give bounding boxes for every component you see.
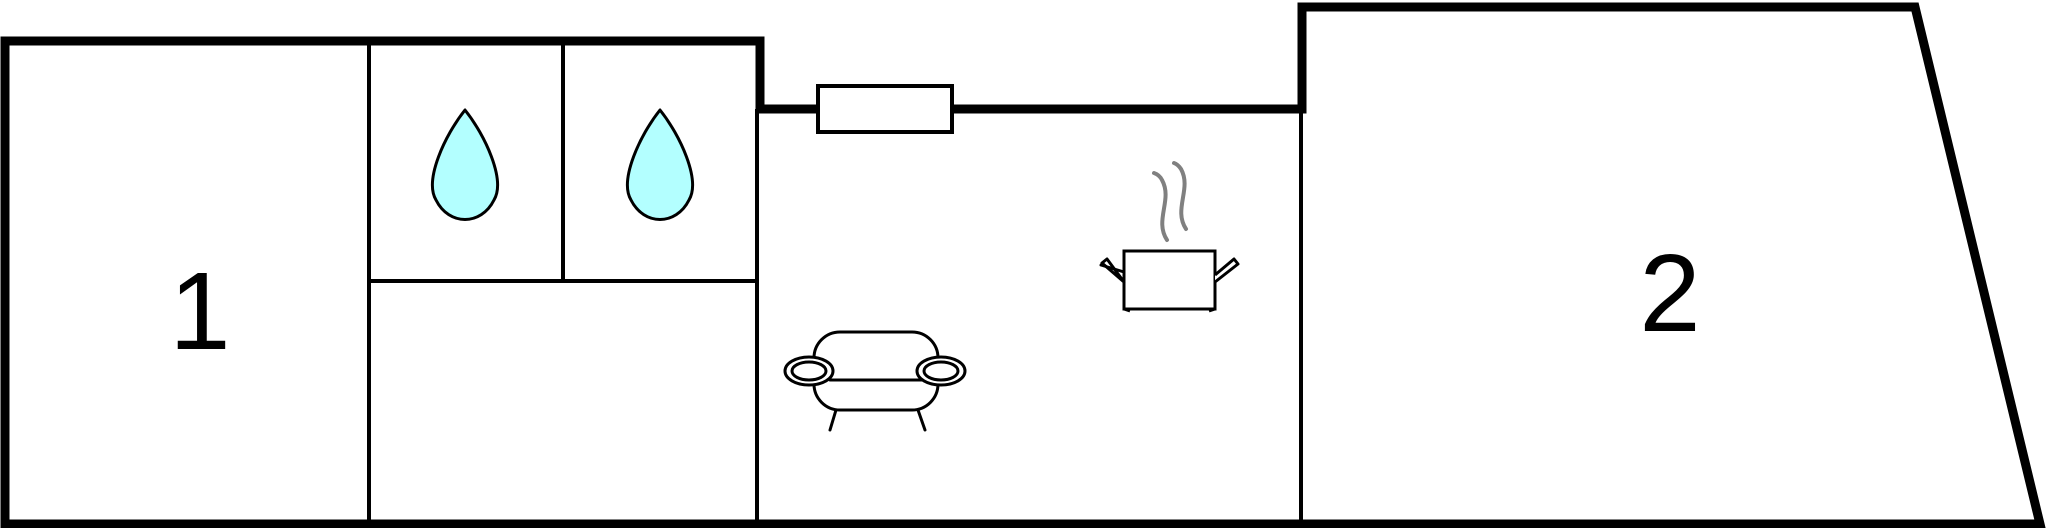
cooking-pot-icon <box>1099 161 1240 313</box>
room-2-label: 2 <box>1639 232 1700 355</box>
window-icon <box>816 84 954 134</box>
water-drop-icon <box>431 108 499 221</box>
room-1-label: 1 <box>169 250 230 373</box>
interior-walls <box>367 41 1303 524</box>
water-drop-icon <box>626 108 694 221</box>
sofa-icon <box>783 330 967 432</box>
